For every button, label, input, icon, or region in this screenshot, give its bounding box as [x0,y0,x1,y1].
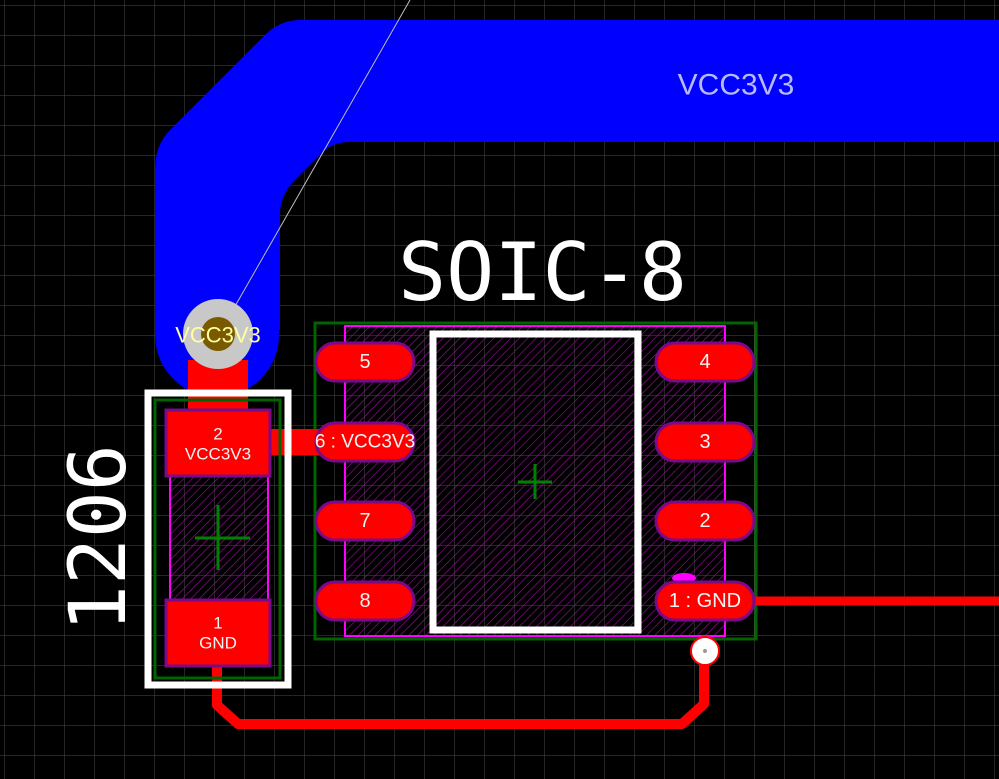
gnd-via-hole [703,649,707,653]
soic-pad-3[interactable]: 3 [654,421,756,463]
vcc-via-label: VCC3V3 [175,323,261,348]
svg-text:8: 8 [359,590,370,612]
soic-thermal-pad [429,330,642,634]
soic-pad-8[interactable]: 8 [314,580,416,622]
svg-text:1 : GND: 1 : GND [669,590,741,612]
svg-text:GND: GND [199,634,237,653]
svg-text:3: 3 [699,431,710,453]
soic-designator: SOIC-8 [398,226,687,319]
soic-center-cross [518,464,552,499]
r1206-pad-2[interactable]: 2 VCC3V3 [164,408,272,478]
soic-pad-7[interactable]: 7 [314,500,416,542]
r1206-center-cross [195,505,250,570]
svg-text:4: 4 [699,351,710,373]
ratsnest-line [217,0,411,337]
soic-pad-5[interactable]: 5 [314,341,416,383]
soic-pad-2[interactable]: 2 [654,500,756,542]
svg-text:2: 2 [213,425,222,444]
svg-text:7: 7 [359,510,370,532]
vcc-via-hole [201,317,235,351]
svg-text:5: 5 [359,351,370,373]
r1206-designator: 1206 [54,444,144,632]
r1206-silk-outline [144,389,292,689]
svg-text:1: 1 [213,614,222,633]
r1206-courtyard [153,398,282,680]
svg-text:2: 2 [699,510,710,532]
vcc-trace-label: VCC3V3 [678,69,795,102]
svg-text:6 : VCC3V3: 6 : VCC3V3 [315,432,415,453]
svg-text:VCC3V3: VCC3V3 [185,445,251,464]
soic-courtyard [313,321,758,641]
soic-pad-6[interactable]: 6 : VCC3V3 [314,421,416,463]
r1206-pad-1[interactable]: 1 GND [164,598,272,668]
soic-pad-1[interactable]: 1 : GND [654,573,756,622]
gnd-trace[interactable] [212,640,709,729]
soic-pad-4[interactable]: 4 [654,341,756,383]
vcc-neck-trace[interactable] [188,360,248,415]
